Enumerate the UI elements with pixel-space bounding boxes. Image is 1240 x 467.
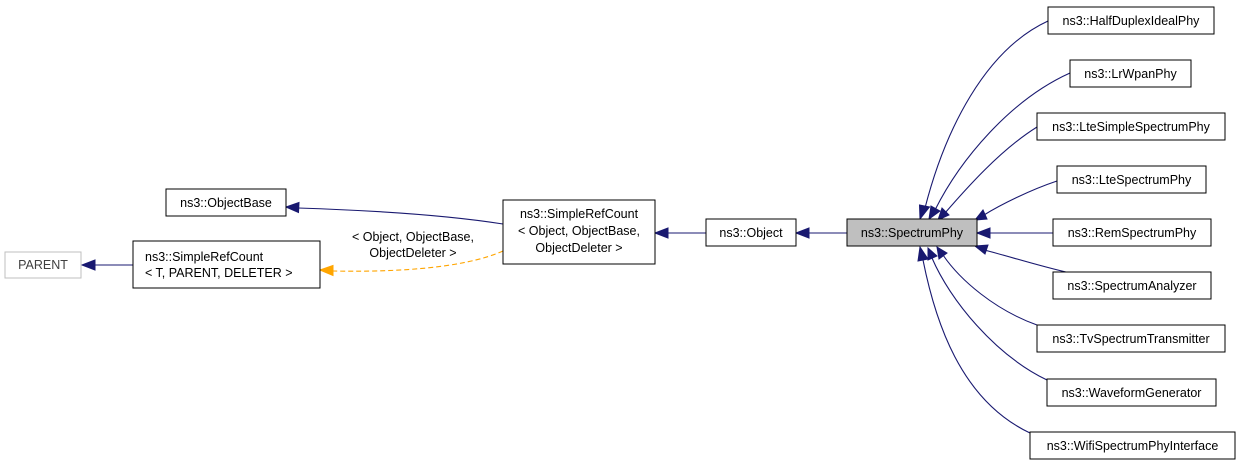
node-label: ns3::TvSpectrumTransmitter [1052, 332, 1209, 346]
edge-spectrumanalyzer-to-spectrumphy [983, 249, 1071, 274]
node-simplerefcount-object[interactable]: ns3::SimpleRefCount < Object, ObjectBase… [502, 199, 656, 265]
edge-template-instantiation [332, 250, 504, 272]
edge-arrowhead [927, 246, 938, 261]
node-label-line-2: < T, PARENT, DELETER > [145, 266, 293, 280]
edge-waveformgenerator-to-spectrumphy [931, 257, 1048, 381]
edge-simplerefcount-object-to-objectbase [297, 207, 504, 225]
edge-arrowhead [917, 245, 929, 262]
node-label: ns3::SpectrumAnalyzer [1067, 279, 1196, 293]
edge-arrowhead [973, 244, 989, 255]
node-ltespectrumphy[interactable]: ns3::LteSpectrumPhy [1056, 165, 1207, 194]
node-tvspectrumtransmitter[interactable]: ns3::TvSpectrumTransmitter [1036, 324, 1226, 353]
edge-arrowhead [318, 264, 334, 277]
node-label: ns3::RemSpectrumPhy [1068, 226, 1197, 240]
node-halfduplexidealphy[interactable]: ns3::HalfDuplexIdealPhy [1047, 6, 1215, 35]
node-wifispectrumphyinterface[interactable]: ns3::WifiSpectrumPhyInterface [1029, 431, 1236, 460]
node-label-line-2: < Object, ObjectBase, [518, 224, 640, 238]
node-label: ns3::WifiSpectrumPhyInterface [1047, 439, 1219, 453]
edge-arrowhead [928, 205, 941, 221]
node-label: ns3::LteSpectrumPhy [1072, 173, 1192, 187]
template-edge-label-line-2: ObjectDeleter > [369, 246, 456, 260]
node-label: ns3::SpectrumPhy [861, 226, 964, 240]
node-label: ns3::LteSimpleSpectrumPhy [1052, 120, 1210, 134]
node-label-line-1: ns3::SimpleRefCount [520, 207, 639, 221]
node-label: ns3::LrWpanPhy [1084, 67, 1177, 81]
node-label: ns3::Object [719, 226, 783, 240]
edge-lrwpanphy-to-spectrumphy [934, 72, 1071, 211]
edge-arrowhead [80, 259, 96, 271]
node-spectrumanalyzer[interactable]: ns3::SpectrumAnalyzer [1052, 271, 1212, 300]
node-label-line-1: ns3::SimpleRefCount [145, 250, 264, 264]
node-ltesimplespectrumphy[interactable]: ns3::LteSimpleSpectrumPhy [1036, 112, 1226, 141]
template-edge-label-line-1: < Object, ObjectBase, [352, 230, 474, 244]
node-simplerefcount-generic[interactable]: ns3::SimpleRefCount < T, PARENT, DELETER… [132, 240, 321, 289]
edges [80, 20, 1071, 434]
edge-halfduplexidealphy-to-spectrumphy [924, 20, 1049, 209]
node-spectrumphy[interactable]: ns3::SpectrumPhy [846, 218, 978, 247]
node-remspectrumphy[interactable]: ns3::RemSpectrumPhy [1052, 218, 1212, 247]
edge-arrowhead [653, 227, 669, 239]
template-edge-label: < Object, ObjectBase, ObjectDeleter > [352, 230, 474, 260]
node-lrwpanphy[interactable]: ns3::LrWpanPhy [1069, 59, 1192, 88]
node-waveformgenerator[interactable]: ns3::WaveformGenerator [1046, 378, 1217, 407]
edge-arrowhead [973, 209, 988, 221]
edge-arrowhead [937, 207, 950, 221]
node-objectbase[interactable]: ns3::ObjectBase [165, 188, 287, 217]
edge-arrowhead [936, 246, 948, 260]
node-label: ns3::HalfDuplexIdealPhy [1063, 14, 1201, 28]
node-parent: PARENT [4, 251, 82, 279]
node-label: ns3::WaveformGenerator [1062, 386, 1202, 400]
edge-arrowhead [794, 227, 810, 239]
edge-arrowhead [975, 227, 991, 239]
node-object[interactable]: ns3::Object [705, 218, 797, 247]
node-label-line-3: ObjectDeleter > [535, 241, 622, 255]
edge-arrowhead [284, 201, 300, 214]
edge-ltespectrumphy-to-spectrumphy [983, 180, 1058, 216]
edge-ltesimplespectrumphy-to-spectrumphy [944, 126, 1038, 214]
node-label: PARENT [18, 258, 68, 272]
node-label: ns3::ObjectBase [180, 196, 272, 210]
edge-wifispectrumphyinterface-to-spectrumphy [922, 259, 1031, 434]
edge-tvspectrumtransmitter-to-spectrumphy [942, 254, 1038, 326]
edge-arrowhead [918, 204, 931, 221]
